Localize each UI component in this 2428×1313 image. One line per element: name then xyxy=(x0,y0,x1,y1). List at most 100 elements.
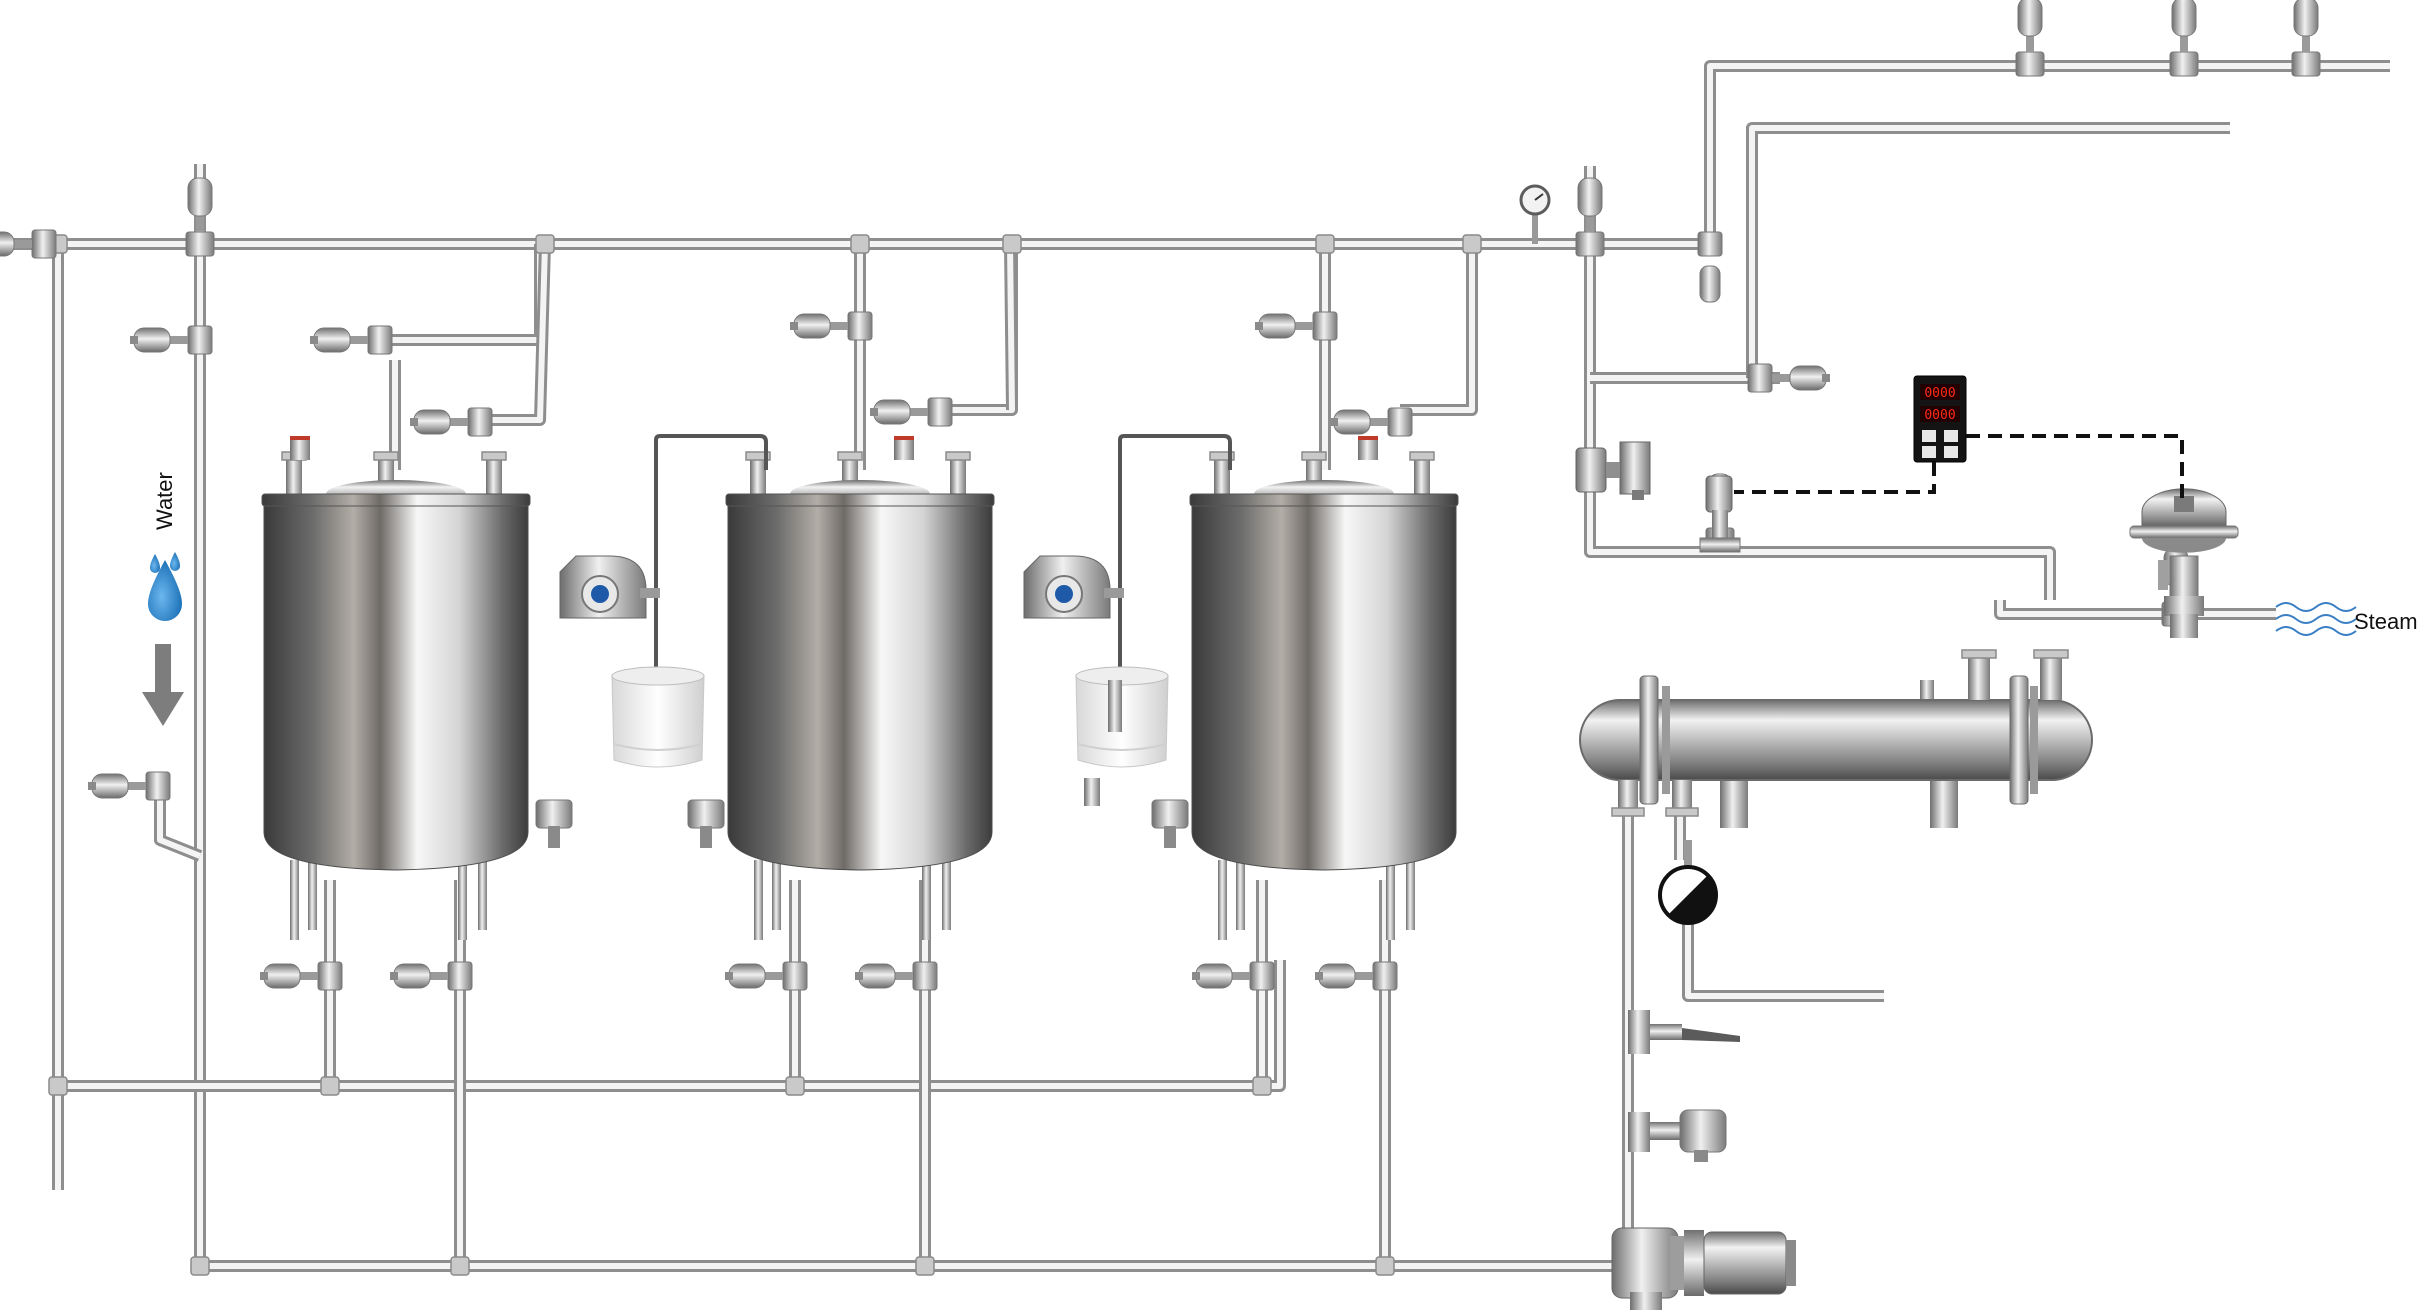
controller-display-bottom: 0000 xyxy=(1924,408,1955,423)
actuated-valve-icon xyxy=(2169,0,2199,77)
actuated-valve-icon xyxy=(790,311,873,341)
actuated-valve-icon xyxy=(410,407,493,437)
tanks-group xyxy=(261,436,1459,940)
tank-nozzle-flange xyxy=(373,451,399,461)
pipe-flange xyxy=(320,1076,340,1096)
flow-direction-arrow-icon xyxy=(142,644,184,726)
steam-label: Steam xyxy=(2354,609,2418,634)
level-sensor-cap xyxy=(894,436,914,440)
actuated-valve-icon xyxy=(725,961,808,991)
actuated-valve-icon xyxy=(2291,0,2321,77)
dosing-pump-2 xyxy=(1023,555,1124,619)
pipe-segment xyxy=(1682,920,1884,1002)
control-signal-lines xyxy=(1734,434,2184,498)
pipe-flange xyxy=(190,1256,210,1276)
actuated-valve-icon xyxy=(310,325,393,355)
pipe-flange xyxy=(915,1256,935,1276)
tank-rim xyxy=(1189,493,1459,507)
pipe-segment-highlight xyxy=(1587,166,2053,600)
pipe-flange xyxy=(1375,1256,1395,1276)
pipe-segment-highlight xyxy=(1400,244,1475,413)
steam-waves-icon xyxy=(2275,602,2357,636)
steam-control-valve xyxy=(2129,488,2239,638)
pipe-segment-highlight xyxy=(480,243,548,423)
dosing-pump-1 xyxy=(559,555,660,619)
side-sensor-icon xyxy=(687,799,725,829)
pipe-flange xyxy=(1002,234,1022,254)
pipe-segment xyxy=(58,960,1286,1092)
actuated-valve-icon xyxy=(130,325,213,355)
flow-indicator-icon xyxy=(1658,840,1718,925)
tank-2 xyxy=(687,436,995,940)
actuated-valve-icon xyxy=(2015,0,2045,77)
level-sensor-cap xyxy=(1358,436,1378,440)
pipe-flange xyxy=(1252,1076,1272,1096)
side-sensor-icon xyxy=(535,799,573,829)
tank-leg xyxy=(458,860,467,940)
level-sensor-cap xyxy=(290,436,310,440)
tank-nozzle-flange xyxy=(1301,451,1327,461)
tank-leg xyxy=(308,860,317,930)
tank-body xyxy=(727,499,993,871)
side-sensor-icon xyxy=(1151,799,1189,829)
pipe-flange xyxy=(1315,234,1335,254)
side-sensor-stem xyxy=(1164,826,1176,848)
pipe-segment-highlight xyxy=(1997,600,2276,617)
tank-nozzle-flange xyxy=(745,451,771,461)
bucket-1 xyxy=(611,666,705,768)
tank-nozzle xyxy=(1214,456,1230,494)
sample-valve-icon xyxy=(1628,1109,1727,1162)
actuated-valve-icon xyxy=(260,961,343,991)
pipe-flange xyxy=(450,1256,470,1276)
side-sensor-stem xyxy=(548,826,560,848)
steam-inlet-indicator: Steam xyxy=(2275,602,2418,636)
tank-leg xyxy=(478,860,487,930)
dosing-tube xyxy=(1118,434,1232,600)
tank-nozzle xyxy=(750,456,766,494)
dosing-tube xyxy=(654,434,768,600)
pipe-flange xyxy=(1462,234,1482,254)
actuated-valve-icon xyxy=(1192,961,1275,991)
temperature-controller: 0000 0000 xyxy=(1913,375,1967,463)
tank-nozzle-flange xyxy=(945,451,971,461)
tank-nozzle xyxy=(286,456,302,494)
actuated-valve-icon xyxy=(1575,177,1605,257)
tank-3 xyxy=(1151,436,1459,940)
actuated-valve-icon xyxy=(1747,363,1830,393)
tank-nozzle xyxy=(1414,456,1430,494)
pipe-segment-highlight xyxy=(58,960,1283,1089)
side-sensor-stem xyxy=(700,826,712,848)
pipe-segment-highlight xyxy=(1007,243,1015,411)
actuated-valve-icon xyxy=(870,397,953,427)
actuated-valve-icon xyxy=(855,961,938,991)
level-sensor-icon xyxy=(1358,438,1378,460)
tank-nozzle-flange xyxy=(1409,451,1435,461)
tank-nozzle xyxy=(486,456,502,494)
pipe-segment-highlight xyxy=(940,244,1015,413)
centrifugal-pump xyxy=(1611,1227,1796,1310)
pipe-segment-highlight xyxy=(157,786,202,859)
actuated-valve-icon xyxy=(390,961,473,991)
tank-nozzle xyxy=(950,456,966,494)
tank-leg xyxy=(754,860,763,940)
actuated-valve-icon xyxy=(1330,407,1413,437)
instruments: 0000 0000 xyxy=(1519,184,2239,1162)
pressure-gauge-icon xyxy=(1519,184,1551,244)
water-drop-icon xyxy=(148,552,182,621)
actuated-valve-icon xyxy=(1255,311,1338,341)
pipe-segment-highlight xyxy=(380,244,543,343)
pipe-segment xyxy=(1704,60,2390,244)
pipe-flange xyxy=(785,1076,805,1096)
tank-leg xyxy=(772,860,781,930)
tank-rim xyxy=(725,493,995,507)
actuated-valve-icon xyxy=(88,771,171,801)
tank-leg xyxy=(1386,860,1395,940)
tank-leg xyxy=(942,860,951,930)
water-inlet-indicator: Water xyxy=(142,472,184,726)
tank-leg xyxy=(922,860,931,940)
pipe-segment xyxy=(940,244,1018,416)
controller-display-top: 0000 xyxy=(1924,386,1955,401)
tank-body xyxy=(263,499,529,871)
pipe-segment-highlight xyxy=(1707,63,2390,244)
